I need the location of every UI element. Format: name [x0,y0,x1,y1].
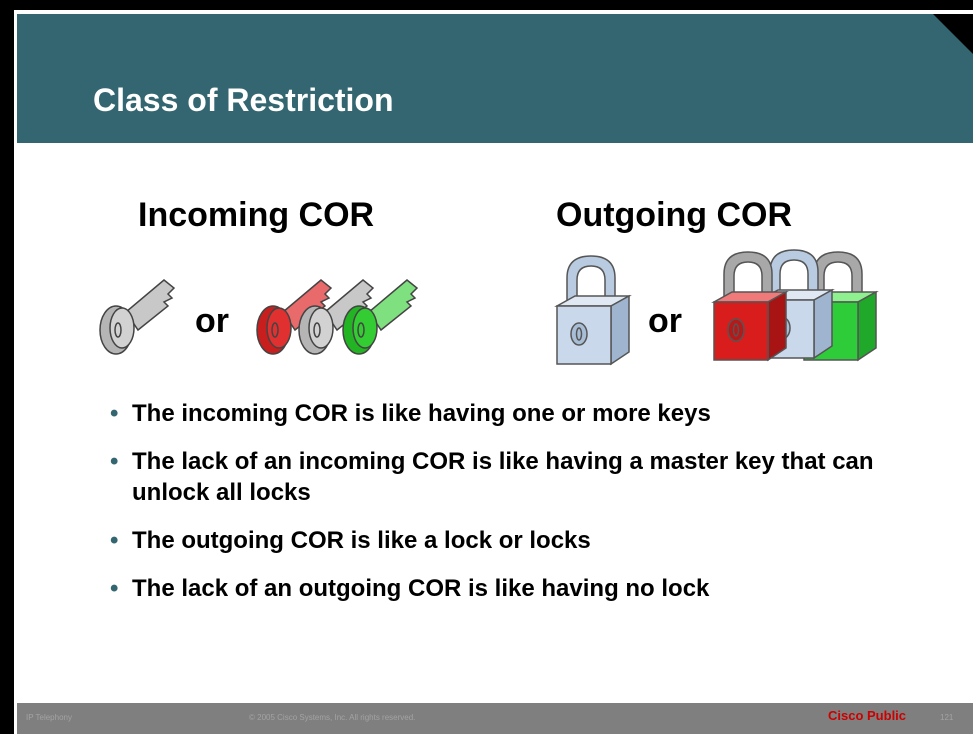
bullet-item: • The lack of an outgoing COR is like hav… [110,573,950,604]
footer-copyright: © 2005 Cisco Systems, Inc. All rights re… [249,713,416,722]
corner-fold [933,14,973,54]
bullet-text: The lack of an incoming COR is like havi… [132,448,874,506]
green-key-icon [342,279,419,355]
padlock-icon [554,255,632,366]
bullet-item: • The incoming COR is like having one or … [110,398,950,429]
padlock-group-icon [711,249,879,362]
bullet-dot: • [110,400,119,427]
slide-title: Class of Restriction [93,82,394,118]
bullet-item: • The lack of an incoming COR is like hav… [110,446,950,508]
footer-page-number: 121 [940,713,954,722]
title-bar [17,14,973,143]
bullet-item: • The outgoing COR is like a lock or lock… [110,525,950,556]
red-key-icon [256,279,333,355]
bullet-text: The lack of an outgoing COR is like havi… [132,575,710,602]
red-padlock-icon [711,251,789,362]
outgoing-or-label: or [648,302,682,340]
footer-classification: Cisco Public [828,708,907,723]
key-icon [99,279,176,355]
frame-top-border [0,0,973,10]
incoming-cor-heading: Incoming COR [138,196,375,234]
footer-bar: IP Telephony © 2005 Cisco Systems, Inc. … [17,703,973,734]
key-group-icon [256,279,419,355]
outgoing-cor-heading: Outgoing COR [556,196,793,234]
bullet-text: The outgoing COR is like a lock or locks [132,527,591,554]
bullet-dot: • [110,527,119,554]
bullet-dot: • [110,575,119,602]
bullet-text: The incoming COR is like having one or m… [132,400,711,427]
frame-left-border [0,0,14,734]
bullet-list: • The incoming COR is like having one or … [110,398,950,621]
frame-gap [14,10,973,14]
incoming-or-label: or [195,302,229,340]
bullet-dot: • [110,448,119,475]
gray-key-icon [298,279,375,355]
footer-course-name: IP Telephony [26,713,72,722]
